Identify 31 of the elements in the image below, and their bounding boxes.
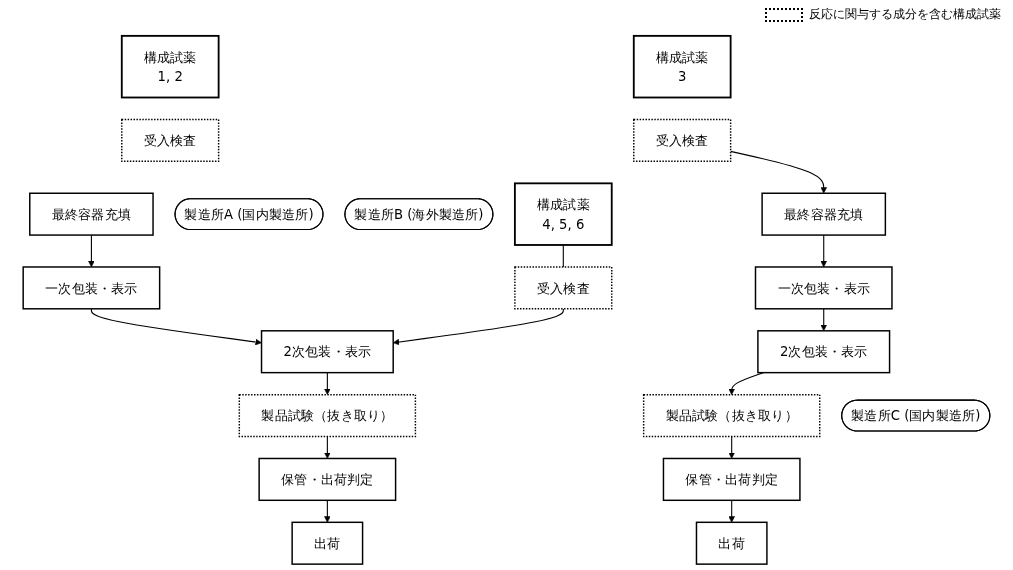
node-box: 製品試験（抜き取り） [238, 393, 417, 438]
arrow [88, 234, 95, 268]
arrow [90, 308, 262, 346]
node-box: 一次包装・表示 [754, 266, 893, 310]
node-box: 構成試薬 4, 5, 6 [513, 182, 613, 246]
node-box: 保管・出荷判定 [662, 457, 801, 502]
arrow [728, 435, 735, 459]
node-box: 構成試薬 1, 2 [120, 34, 220, 99]
node-box: 2次包装・表示 [757, 330, 891, 374]
node-box: 2次包装・表示 [260, 330, 394, 374]
node-box: 一次包装・表示 [22, 266, 161, 310]
connector [562, 244, 564, 268]
arrow [728, 499, 735, 523]
node-box: 最終容器充填 [761, 192, 887, 236]
arrow [820, 234, 827, 268]
arrow [730, 150, 827, 194]
node-box: 受入検査 [633, 118, 732, 163]
node-box: 製品試験（抜き取り） [642, 393, 821, 438]
node-box: 受入検査 [514, 266, 613, 310]
node-box: 出荷 [291, 521, 364, 565]
node-box: 最終容器充填 [29, 192, 154, 236]
node-box: 保管・出荷判定 [258, 457, 397, 502]
arrow [324, 435, 331, 459]
arrow [324, 499, 331, 523]
node-box: 構成試薬 3 [632, 34, 732, 99]
node-box: 受入検査 [121, 118, 220, 163]
arrow [728, 372, 764, 395]
node-box: 出荷 [695, 521, 768, 565]
legend-text: 反応に関与する成分を含む構成試薬 [809, 6, 1001, 23]
arrow [820, 308, 827, 332]
arrow [324, 372, 331, 395]
